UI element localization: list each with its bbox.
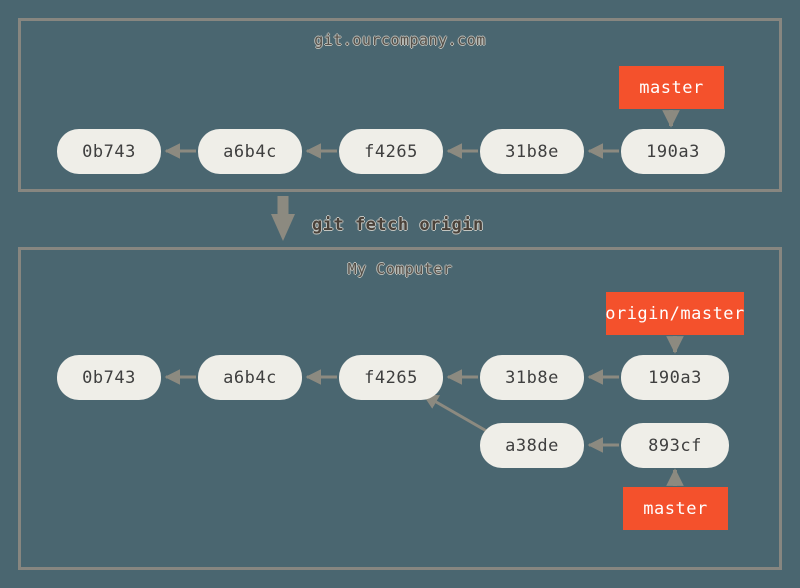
commit-node-190a3-local[interactable]: 190a3 xyxy=(621,355,729,400)
branch-label-master-local[interactable]: master xyxy=(623,487,728,530)
commit-node-0b743-local[interactable]: 0b743 xyxy=(57,355,161,400)
panel-remote-title: git.ourcompany.com xyxy=(314,31,486,49)
commit-node-190a3-remote[interactable]: 190a3 xyxy=(621,129,725,174)
branch-label-origin-master-local[interactable]: origin/master xyxy=(605,292,744,335)
commit-node-31b8e-remote[interactable]: 31b8e xyxy=(480,129,584,174)
commit-node-f4265-remote[interactable]: f4265 xyxy=(339,129,443,174)
commit-node-0b743-remote[interactable]: 0b743 xyxy=(57,129,161,174)
commit-node-31b8e-local[interactable]: 31b8e xyxy=(480,355,584,400)
git-fetch-arrow xyxy=(271,196,295,241)
commit-node-f4265-local[interactable]: f4265 xyxy=(339,355,443,400)
commit-node-a38de-local[interactable]: a38de xyxy=(480,423,584,468)
commit-node-893cf-local[interactable]: 893cf xyxy=(621,423,729,468)
panel-local-title: My Computer xyxy=(347,260,453,278)
commit-node-a6b4c-local[interactable]: a6b4c xyxy=(198,355,302,400)
commit-node-a6b4c-remote[interactable]: a6b4c xyxy=(198,129,302,174)
branch-label-master-remote[interactable]: master xyxy=(619,66,724,109)
git-fetch-command-label: git fetch origin xyxy=(312,215,484,235)
